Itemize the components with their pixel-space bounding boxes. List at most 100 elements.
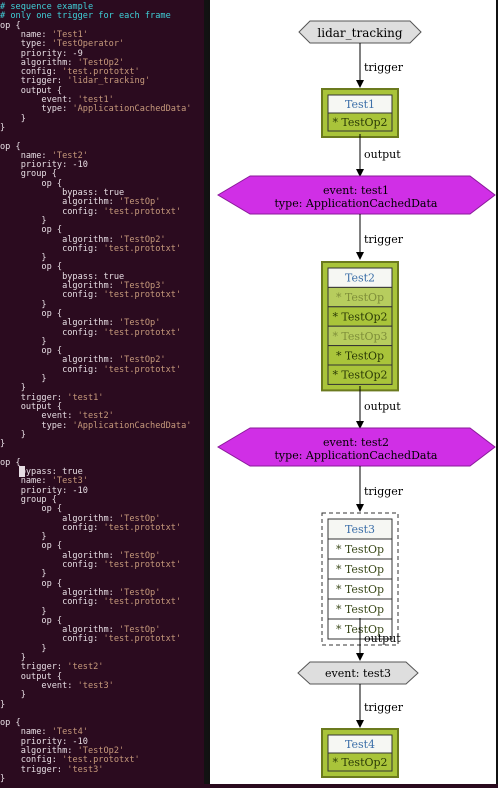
code-token: op { (0, 308, 63, 319)
op-algorithm-label: * TestOp (336, 543, 384, 556)
code-token: config: (0, 67, 63, 78)
code-token: } (0, 374, 47, 384)
op-algorithm-label: * TestOp2 (332, 116, 387, 129)
code-line: } (0, 689, 26, 701)
code-token: config: (0, 327, 104, 338)
event-node-test2[interactable]: event: test2 type: ApplicationCachedData (217, 427, 496, 467)
code-line: algorithm: 'TestOp' (0, 196, 160, 208)
code-line: config: 'test.prototxt' (0, 633, 181, 645)
event2-line2: type: ApplicationCachedData (275, 449, 438, 462)
code-line: op { (0, 457, 21, 469)
code-token: } (0, 336, 47, 347)
code-string: 'TestOp' (119, 625, 161, 636)
code-token: type: (0, 420, 73, 431)
code-line: op { (0, 717, 21, 729)
code-string: 'test.prototxt' (103, 206, 182, 217)
code-string: 'test.prototxt' (103, 560, 182, 570)
code-string: 'TestOp' (119, 587, 161, 598)
op-algorithm-label: * TestOp2 (332, 311, 387, 324)
code-string: 'TestOp' (119, 513, 161, 524)
code-line: op { (0, 261, 62, 273)
code-string: 'test.prototxt' (103, 290, 182, 301)
code-editor-pane[interactable]: # sequence example# only one trigger for… (0, 0, 204, 784)
op-node-test1[interactable]: Test1* TestOp2 (321, 88, 399, 138)
code-string: 'test2' (67, 662, 104, 673)
code-line: name: 'Test3' (0, 475, 88, 487)
code-line: op { (0, 503, 62, 515)
code-token: algorithm: (0, 550, 119, 561)
code-line: config: 'test.prototxt' (0, 522, 181, 534)
pane-separator[interactable] (204, 0, 208, 784)
code-line: trigger: 'test3' (0, 764, 104, 776)
code-line: } (0, 429, 26, 441)
code-line: } (0, 122, 5, 134)
graph-canvas[interactable]: lidar_tracking trigger Test1* TestOp2 ou… (210, 0, 496, 784)
op-algorithm-cell (327, 112, 393, 132)
code-comment: # sequence example (0, 2, 94, 12)
code-token: } (0, 299, 47, 310)
code-line: config: 'test.prototxt' (0, 327, 181, 339)
code-token: name: (0, 476, 52, 487)
code-line: } (0, 382, 26, 394)
code-string: 'ApplicationCachedData' (72, 104, 192, 115)
code-string: 'test1' (77, 95, 114, 105)
code-token: priority: -10 (0, 736, 88, 747)
code-token: op { (0, 504, 63, 515)
graph-viewer-pane: lidar_tracking trigger Test1* TestOp2 ou… (208, 0, 498, 784)
event-node-test1[interactable]: event: test1 type: ApplicationCachedData (217, 175, 496, 215)
code-line: config: 'test.prototxt' (0, 754, 140, 766)
code-line: } (0, 113, 26, 125)
code-line: op { (0, 578, 62, 590)
code-string: 'test.prototxt' (62, 67, 140, 78)
code-token: algorithm: (0, 625, 119, 636)
code-line: # sequence example (0, 1, 93, 13)
code-line: config: 'test.prototxt' (0, 596, 181, 608)
code-line: type: 'ApplicationCachedData' (0, 420, 191, 432)
code-token: config: (0, 364, 104, 375)
op-algorithm-label: * TestOp (336, 563, 384, 576)
event-node-test3[interactable]: event: test3 (297, 661, 419, 685)
code-token: type: (0, 39, 52, 50)
event1-line1: event: test1 (323, 184, 389, 197)
code-token: } (0, 569, 47, 580)
op-node-test2[interactable]: Test2* TestOp* TestOp2* TestOp3* TestOp*… (321, 261, 399, 392)
code-token: event: (0, 680, 78, 691)
code-line: type: 'TestOperator' (0, 38, 125, 50)
edge-label-output: output (364, 400, 401, 413)
code-token: algorithm: (0, 57, 78, 68)
code-token: op { (0, 262, 63, 273)
graph-svg: lidar_tracking trigger Test1* TestOp2 ou… (217, 20, 496, 778)
node-lidar-tracking[interactable]: lidar_tracking (298, 20, 422, 44)
op-algorithm-label: * TestOp3 (332, 330, 387, 343)
code-token: op { (0, 346, 63, 357)
code-line: config: 'test.prototxt' (0, 243, 181, 255)
code-string: 'test.prototxt' (103, 634, 182, 645)
code-line: algorithm: 'TestOp' (0, 317, 160, 329)
code-token: algorithm: (0, 318, 119, 329)
code-token: op { (0, 457, 21, 468)
op-algorithm-label: * TestOp2 (332, 756, 387, 769)
op-algorithm-cell (327, 364, 393, 385)
code-comment: # only one trigger for each frame (0, 11, 171, 22)
code-token: config: (0, 290, 104, 301)
code-token: } (0, 690, 26, 701)
code-string: 'test3' (67, 764, 104, 775)
code-line: } (0, 699, 5, 711)
code-line: } (0, 438, 5, 450)
code-token: } (0, 773, 6, 784)
code-token: } (0, 113, 26, 124)
code-line: output { (0, 401, 62, 413)
op-algorithm-label: * TestOp2 (332, 369, 387, 382)
code-line: } (0, 568, 47, 580)
op-algorithm-label: * TestOp (336, 291, 384, 304)
op-title: Test4 (345, 738, 375, 751)
code-line: op { (0, 308, 62, 320)
code-token: } (0, 699, 6, 710)
code-line: group { (0, 168, 57, 180)
text-cursor (19, 466, 25, 477)
op-node-test4[interactable]: Test4 * TestOp2 (321, 728, 399, 778)
code-token: algorithm: (0, 513, 119, 524)
code-token: name: (0, 150, 52, 161)
code-string: 'test1' (67, 392, 104, 403)
code-token: event: (0, 411, 78, 422)
